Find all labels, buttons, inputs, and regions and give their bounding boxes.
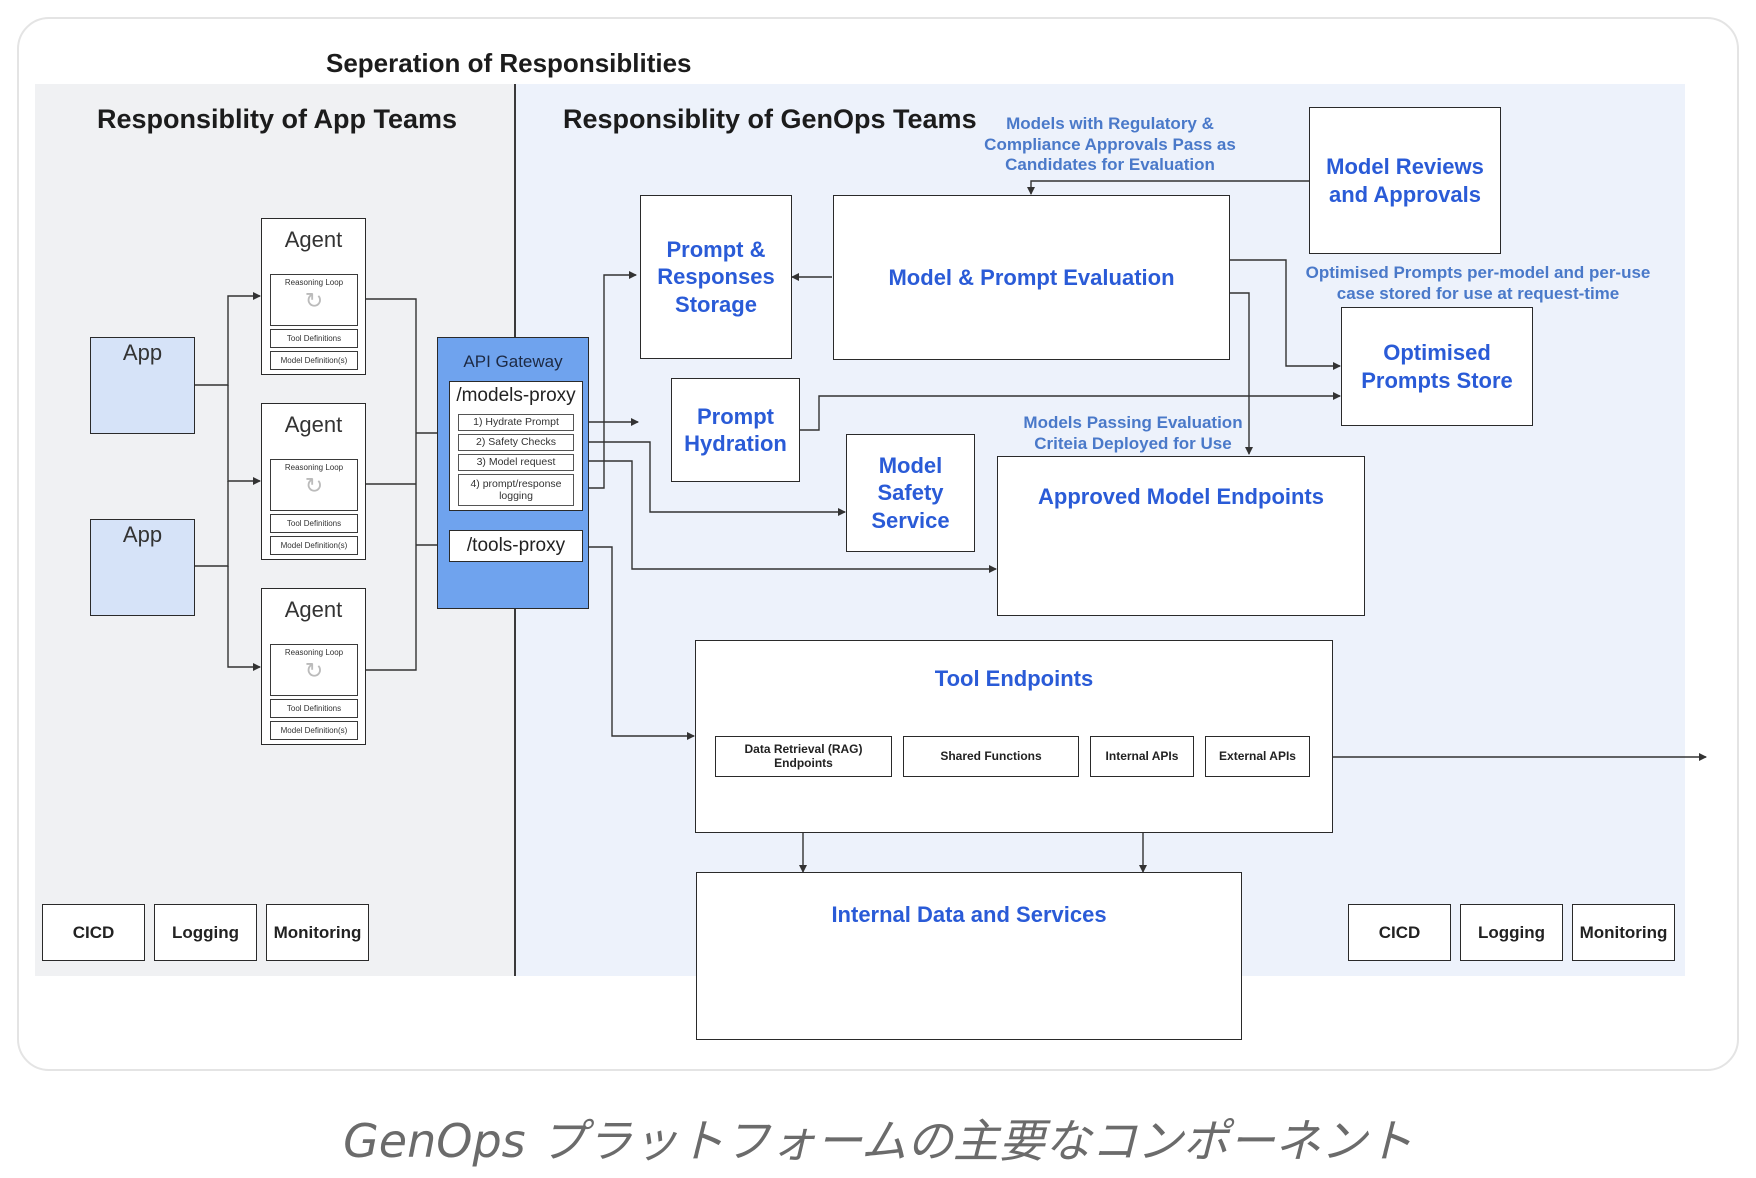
reasoning-loop: Reasoning Loop ↻ (270, 644, 358, 696)
app-label: App (122, 340, 163, 365)
model-definitions: Model Definition(s) (270, 536, 358, 555)
tool-definitions: Tool Definitions (270, 329, 358, 348)
safety-service-label: Model Safety Service (871, 453, 950, 533)
cicd-box-left: CICD (42, 904, 145, 961)
data-retrieval-endpoint: Data Retrieval (RAG) Endpoints (715, 736, 892, 777)
reasoning-loop: Reasoning Loop ↻ (270, 274, 358, 326)
model-reviews-approvals: Model Reviews and Approvals (1309, 107, 1501, 254)
app-label: App (122, 522, 163, 547)
passing-evaluation-note: Models Passing Evaluation Criteia Deploy… (1023, 413, 1243, 453)
tools-proxy: /tools-proxy (449, 530, 583, 562)
internal-data-label: Internal Data and Services (831, 902, 1107, 927)
models-proxy-label: /models-proxy (456, 385, 576, 406)
prompt-storage-label: Prompt & Responses Storage (657, 237, 775, 317)
app-box-2: App (90, 519, 195, 616)
loop-icon: ↻ (304, 473, 324, 498)
api-gateway: API Gateway /models-proxy 1) Hydrate Pro… (437, 337, 589, 609)
figure-caption: GenOps プラットフォームの主要なコンポーネント (343, 1114, 1413, 1168)
model-prompt-evaluation: Model & Prompt Evaluation (833, 195, 1230, 360)
agent-box-3: Agent Reasoning Loop ↻ Tool Definitions … (261, 588, 366, 745)
regulatory-note: Models with Regulatory & Compliance Appr… (984, 114, 1236, 175)
tool-endpoints-title: Tool Endpoints (934, 666, 1094, 691)
monitoring-box-right: Monitoring (1572, 904, 1675, 961)
step-hydrate-prompt: 1) Hydrate Prompt (458, 414, 574, 431)
monitoring-box-left: Monitoring (266, 904, 369, 961)
logging-box-left: Logging (154, 904, 257, 961)
model-definitions: Model Definition(s) (270, 351, 358, 370)
tool-definitions: Tool Definitions (270, 514, 358, 533)
models-proxy: /models-proxy 1) Hydrate Prompt 2) Safet… (449, 381, 583, 511)
cicd-box-right: CICD (1348, 904, 1451, 961)
agent-title: Agent (284, 597, 343, 622)
reasoning-loop-label: Reasoning Loop (284, 463, 344, 472)
agent-box-2: Agent Reasoning Loop ↻ Tool Definitions … (261, 403, 366, 560)
logging-box-right: Logging (1460, 904, 1563, 961)
approved-model-endpoints: Approved Model Endpoints (997, 456, 1365, 616)
tool-endpoints: Tool Endpoints Data Retrieval (RAG) Endp… (695, 640, 1333, 833)
optimised-prompts-store: Optimised Prompts Store (1341, 307, 1533, 426)
step-logging: 4) prompt/response logging (458, 474, 574, 506)
agent-title: Agent (284, 227, 343, 252)
prompt-hydration-label: Prompt Hydration (684, 403, 787, 456)
tool-definitions: Tool Definitions (270, 699, 358, 718)
reasoning-loop-label: Reasoning Loop (284, 648, 344, 657)
api-gateway-title: API Gateway (463, 352, 563, 371)
reviews-label: Model Reviews and Approvals (1326, 154, 1484, 207)
model-safety-service: Model Safety Service (846, 434, 975, 552)
reasoning-loop-label: Reasoning Loop (284, 278, 344, 287)
internal-apis-endpoint: Internal APIs (1090, 736, 1194, 777)
step-safety-checks: 2) Safety Checks (458, 434, 574, 451)
prompt-responses-storage: Prompt & Responses Storage (640, 195, 792, 359)
approved-endpoints-label: Approved Model Endpoints (1038, 484, 1324, 509)
internal-data-services: Internal Data and Services (696, 872, 1242, 1040)
app-box-1: App (90, 337, 195, 434)
app-teams-title: Responsiblity of App Teams (97, 104, 458, 134)
prompt-hydration: Prompt Hydration (671, 378, 800, 482)
step-model-request: 3) Model request (458, 454, 574, 471)
shared-functions-endpoint: Shared Functions (903, 736, 1079, 777)
reasoning-loop: Reasoning Loop ↻ (270, 459, 358, 511)
model-definitions: Model Definition(s) (270, 721, 358, 740)
evaluation-label: Model & Prompt Evaluation (888, 264, 1175, 290)
optimised-store-label: Optimised Prompts Store (1361, 340, 1513, 393)
agent-box-1: Agent Reasoning Loop ↻ Tool Definitions … (261, 218, 366, 375)
external-apis-endpoint: External APIs (1205, 736, 1310, 777)
agent-title: Agent (284, 412, 343, 437)
diagram-title: Seperation of Responsiblities (326, 48, 692, 78)
loop-icon: ↻ (304, 288, 324, 313)
genops-teams-title: Responsiblity of GenOps Teams (563, 104, 977, 134)
optimised-note: Optimised Prompts per-model and per-use … (1305, 263, 1651, 303)
loop-icon: ↻ (304, 658, 324, 683)
